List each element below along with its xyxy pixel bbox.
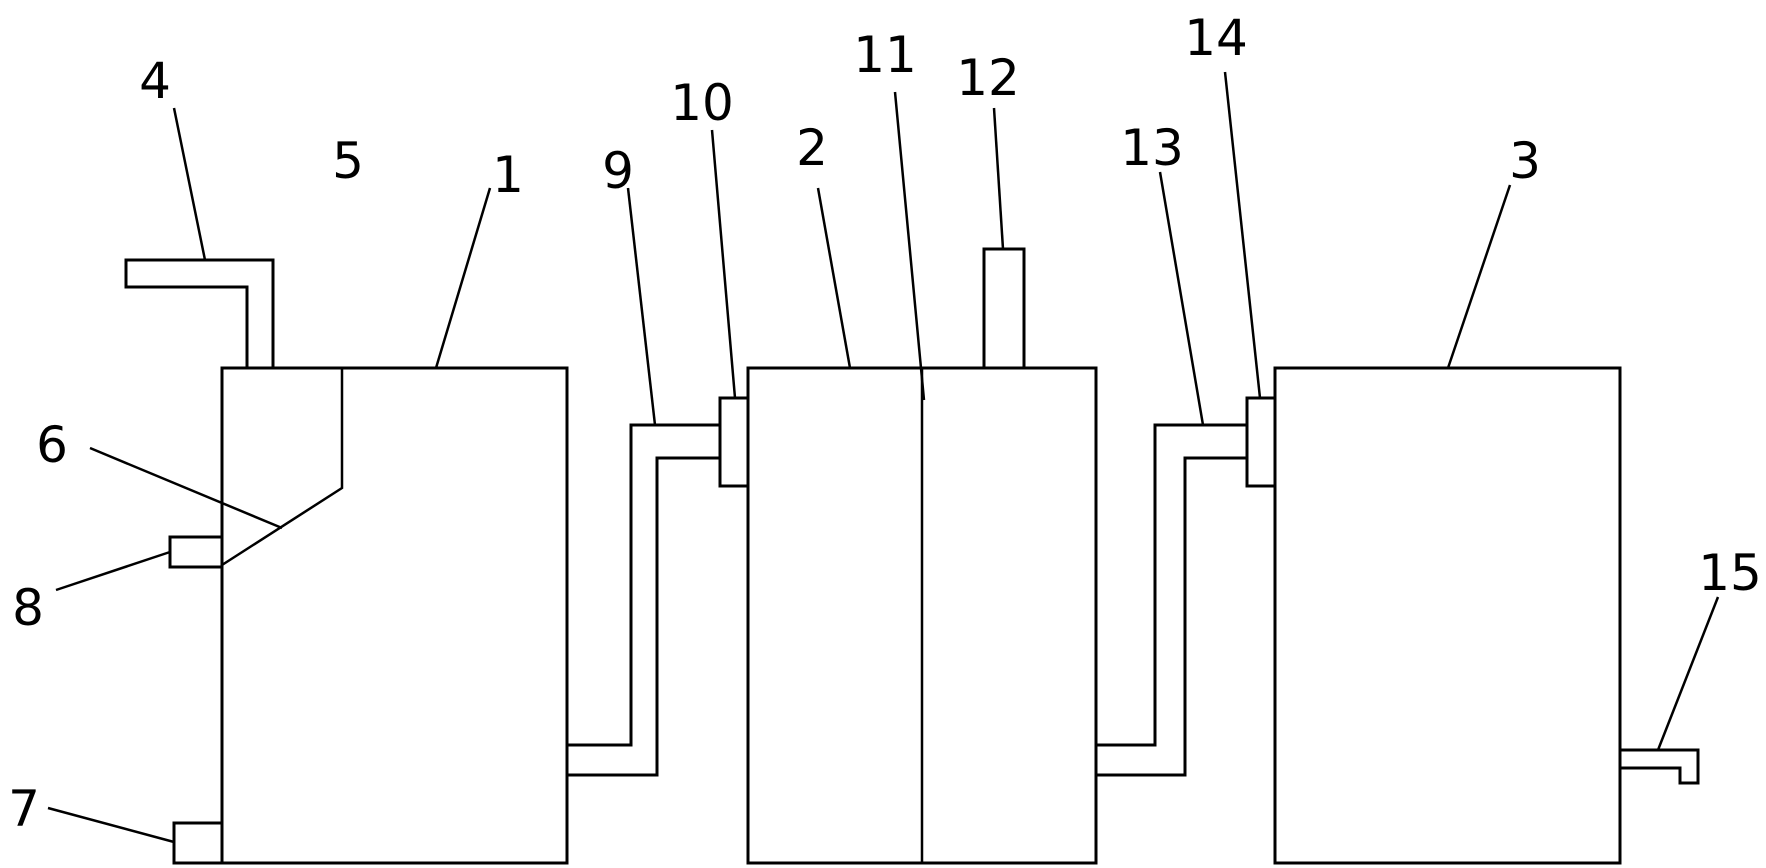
label-5: 5 bbox=[332, 132, 364, 190]
hopper-5 bbox=[221, 368, 344, 567]
label-9: 9 bbox=[602, 142, 634, 200]
vent-12 bbox=[982, 247, 1026, 370]
label-6: 6 bbox=[36, 416, 68, 474]
label-14: 14 bbox=[1184, 9, 1248, 67]
connector-10 bbox=[718, 396, 750, 488]
pipe-9 bbox=[565, 423, 722, 777]
label-11: 11 bbox=[853, 26, 917, 84]
label-3: 3 bbox=[1509, 132, 1541, 190]
leader-4 bbox=[172, 107, 207, 261]
pipe-13 bbox=[1094, 423, 1249, 777]
outlet-8 bbox=[168, 535, 224, 569]
label-12: 12 bbox=[956, 49, 1020, 107]
label-7: 7 bbox=[8, 780, 40, 838]
leader-9 bbox=[626, 187, 657, 426]
leader-14 bbox=[1223, 71, 1262, 399]
leader-11 bbox=[893, 91, 926, 401]
drain-7 bbox=[172, 821, 224, 865]
leader-1 bbox=[434, 187, 492, 369]
label-1: 1 bbox=[492, 146, 524, 204]
leader-7 bbox=[47, 806, 175, 844]
leader-8 bbox=[55, 550, 171, 592]
leader-13 bbox=[1158, 171, 1205, 426]
label-8: 8 bbox=[12, 579, 44, 637]
label-2: 2 bbox=[796, 119, 828, 177]
leader-3 bbox=[1446, 184, 1512, 369]
tank-3 bbox=[1273, 366, 1622, 865]
label-10: 10 bbox=[670, 74, 734, 132]
connector-14 bbox=[1245, 396, 1277, 488]
leader-12 bbox=[992, 107, 1005, 250]
leader-2 bbox=[816, 187, 852, 369]
outlet-pipe-15 bbox=[1618, 748, 1700, 785]
label-15: 15 bbox=[1698, 544, 1762, 602]
leader-6 bbox=[89, 446, 283, 530]
inlet-pipe-4 bbox=[124, 258, 275, 370]
leader-15 bbox=[1656, 596, 1720, 751]
tank-1 bbox=[220, 366, 569, 865]
leader-10 bbox=[710, 129, 737, 399]
label-13: 13 bbox=[1120, 119, 1184, 177]
label-4: 4 bbox=[139, 52, 171, 110]
